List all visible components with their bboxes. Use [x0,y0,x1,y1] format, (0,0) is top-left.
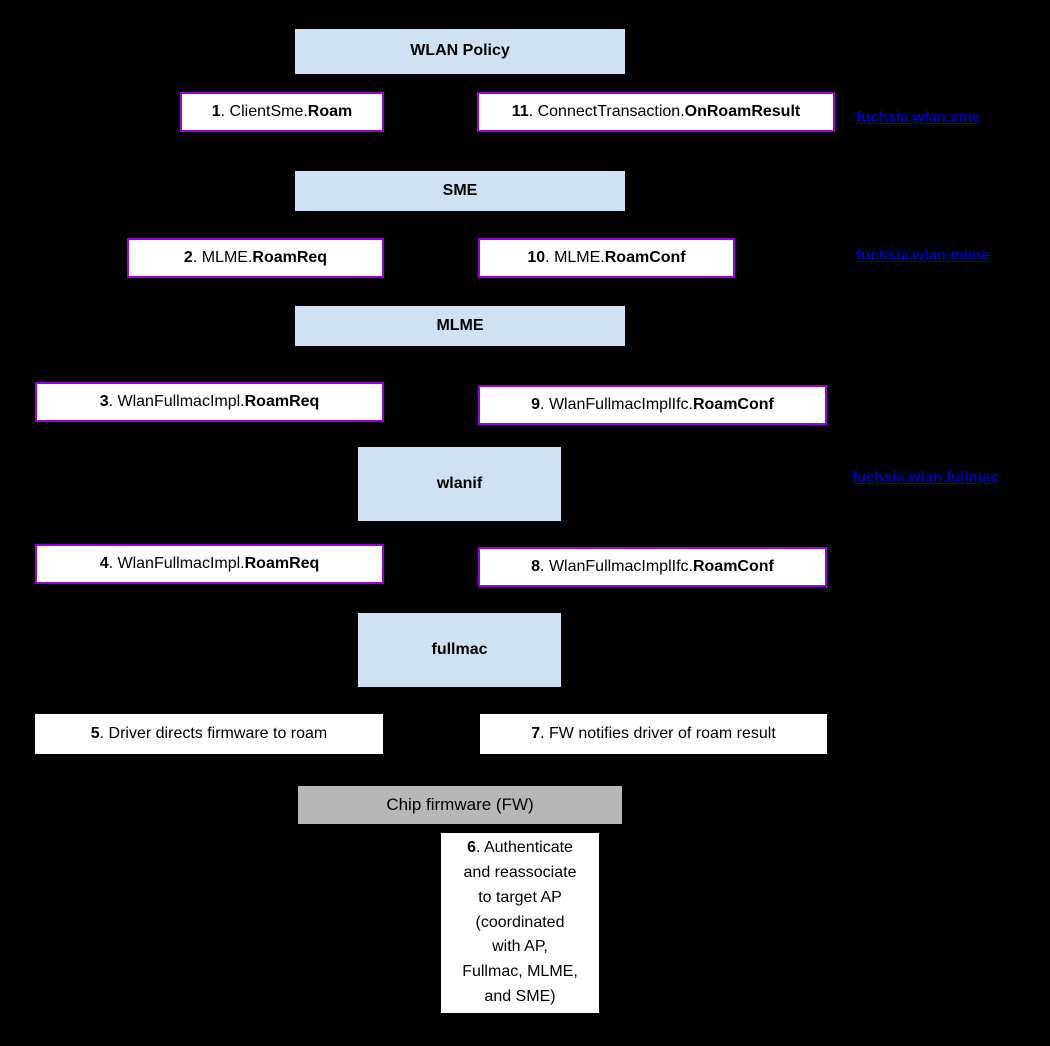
step-text: 6. Authenticate and reassociate to targe… [460,836,580,1010]
layer-label-fullmac: fullmac [431,640,488,658]
step-method: RoamReq [252,248,328,266]
step-number: 1 [211,102,221,120]
step-body: . Driver directs firmware to roam [99,724,328,742]
step-text: 1. ClientSme.Roam [212,100,353,125]
step-box-11-onroamresult: 11. ConnectTransaction.OnRoamResult [477,92,835,132]
step-number: 6 [467,839,476,857]
step-number: 8 [531,557,541,575]
step-body: . WlanFullmacImpl. [108,554,245,572]
step-method: RoamReq [244,392,320,410]
step-text: 5. Driver directs firmware to roam [91,722,328,747]
step-body: . FW notifies driver of roam result [540,724,776,742]
layer-box-mlme: MLME [295,306,625,346]
step-box-7-fw-notifies-driver: 7. FW notifies driver of roam result [480,714,827,754]
step-text: 3. WlanFullmacImpl.RoamReq [100,390,320,415]
step-number: 11 [511,102,529,120]
step-number: 3 [99,392,109,410]
layer-box-chip-firmware: Chip firmware (FW) [298,786,622,824]
step-number: 4 [99,554,109,572]
step-text: 2. MLME.RoamReq [184,246,327,271]
step-method: RoamConf [604,248,686,266]
step-method: RoamReq [244,554,320,572]
step-body: . ClientSme. [220,102,308,120]
layer-box-sme: SME [295,171,625,211]
step-box-10-mlme-roamconf: 10. MLME.RoamConf [478,238,735,278]
step-method: RoamConf [692,395,774,413]
step-text: 7. FW notifies driver of roam result [531,722,776,747]
step-box-2-mlme-roamreq: 2. MLME.RoamReq [127,238,384,278]
step-box-3-wlanfullmacimpl-roamreq: 3. WlanFullmacImpl.RoamReq [35,382,384,422]
layer-label-sme: SME [442,181,478,199]
layer-label-chip-firmware: Chip firmware (FW) [386,794,534,814]
step-text: 11. ConnectTransaction.OnRoamResult [512,100,800,125]
step-body: . Authenticate and reassociate to target… [462,839,578,1005]
step-text: 8. WlanFullmacImplIfc.RoamConf [531,555,774,580]
step-text: 9. WlanFullmacImplIfc.RoamConf [531,393,774,418]
step-number: 5 [90,724,100,742]
link-fuchsia-wlan-mlme[interactable]: fuchsia.wlan.mlme [856,247,990,264]
step-box-5-driver-directs-firmware: 5. Driver directs firmware to roam [35,714,383,754]
step-body: . WlanFullmacImpl. [108,392,245,410]
step-body: . MLME. [545,248,605,266]
layer-label-mlme: MLME [436,316,484,334]
step-box-1-clientsme-roam: 1. ClientSme.Roam [180,92,384,132]
step-text: 4. WlanFullmacImpl.RoamReq [100,552,320,577]
step-body: . MLME. [192,248,253,266]
link-fuchsia-wlan-fullmac[interactable]: fuchsia.wlan.fullmac [852,469,999,486]
step-method: Roam [307,102,353,120]
step-number: 9 [531,395,541,413]
step-number: 2 [183,248,193,266]
step-number: 7 [531,724,541,742]
step-method: OnRoamResult [684,102,801,120]
layer-box-wlan-policy: WLAN Policy [295,29,625,74]
step-number: 10 [527,248,546,266]
layer-label-wlan-policy: WLAN Policy [410,42,510,60]
step-box-4-wlanfullmacimpl-roamreq: 4. WlanFullmacImpl.RoamReq [35,544,384,584]
layer-label-wlanif: wlanif [436,474,483,492]
layer-box-fullmac: fullmac [358,613,561,687]
step-text: 10. MLME.RoamConf [527,246,685,271]
step-box-6-authenticate-reassociate: 6. Authenticate and reassociate to targe… [441,833,599,1013]
step-body: . WlanFullmacImplIfc. [540,395,693,413]
step-box-9-wlanfullmacimplifc-roamconf: 9. WlanFullmacImplIfc.RoamConf [478,385,827,425]
layer-box-wlanif: wlanif [358,447,561,521]
step-body: . WlanFullmacImplIfc. [540,557,693,575]
step-body: . ConnectTransaction. [528,102,685,120]
step-method: RoamConf [692,557,774,575]
link-fuchsia-wlan-sme[interactable]: fuchsia.wlan.sme [856,109,981,126]
step-box-8-wlanfullmacimplifc-roamconf: 8. WlanFullmacImplIfc.RoamConf [478,547,827,587]
